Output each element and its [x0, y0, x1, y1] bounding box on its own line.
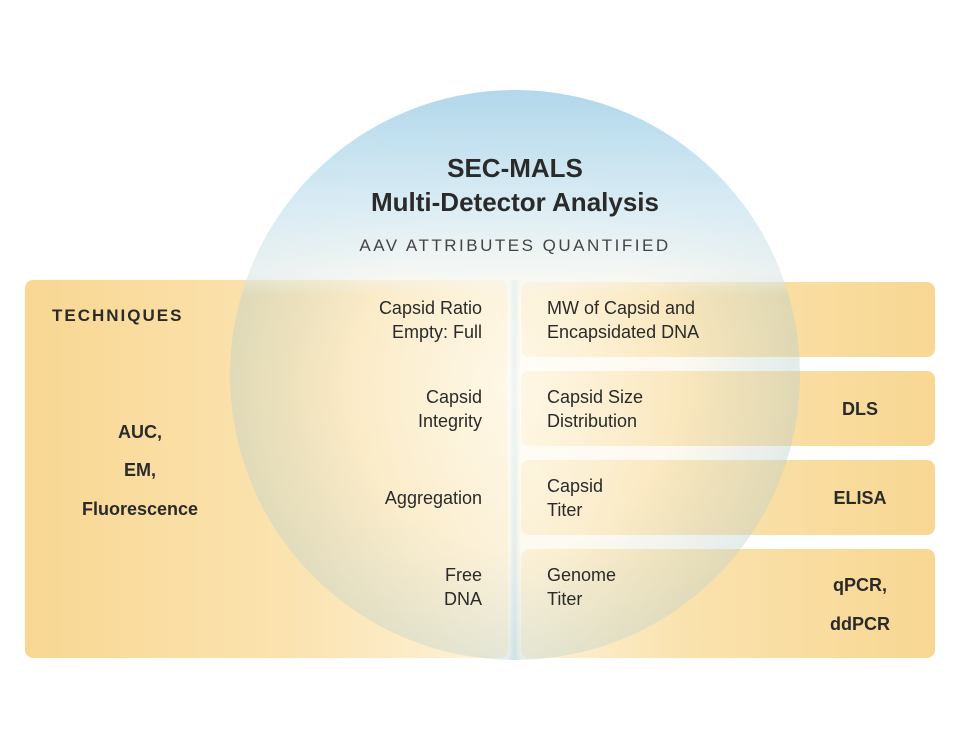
- technique-dls: DLS: [842, 399, 878, 419]
- line: Integrity: [417, 411, 482, 431]
- line: Titer: [547, 589, 583, 609]
- attr-aggregation: Aggregation: [282, 486, 482, 510]
- divider: [508, 280, 521, 660]
- technique-fluorescence: Fluorescence: [81, 499, 199, 519]
- line: Capsid: [547, 476, 604, 496]
- line: DNA: [443, 589, 482, 609]
- technique-auc: AUC,: [118, 422, 162, 442]
- line: Empty: Full: [391, 322, 482, 342]
- line: Encapsidated DNA: [547, 322, 700, 342]
- technique-qpcr: qPCR,: [833, 575, 887, 595]
- line: Capsid Size: [547, 387, 644, 407]
- line: Free: [444, 565, 482, 585]
- title-line-1: SEC-MALS: [447, 153, 583, 183]
- line: Capsid Ratio: [378, 298, 482, 318]
- title-line-2: Multi-Detector Analysis: [371, 187, 659, 217]
- technique-ddpcr: ddPCR: [830, 614, 890, 634]
- line: Capsid: [425, 387, 482, 407]
- techniques-heading: TECHNIQUES: [52, 306, 184, 325]
- line: Genome: [547, 565, 617, 585]
- line: MW of Capsid and: [547, 298, 696, 318]
- subtitle: AAV ATTRIBUTES QUANTIFIED: [359, 236, 671, 255]
- line: Aggregation: [384, 488, 482, 508]
- line: Titer: [547, 500, 583, 520]
- technique-em: EM,: [123, 460, 156, 480]
- technique-elisa: ELISA: [833, 488, 887, 508]
- line: Distribution: [547, 411, 638, 431]
